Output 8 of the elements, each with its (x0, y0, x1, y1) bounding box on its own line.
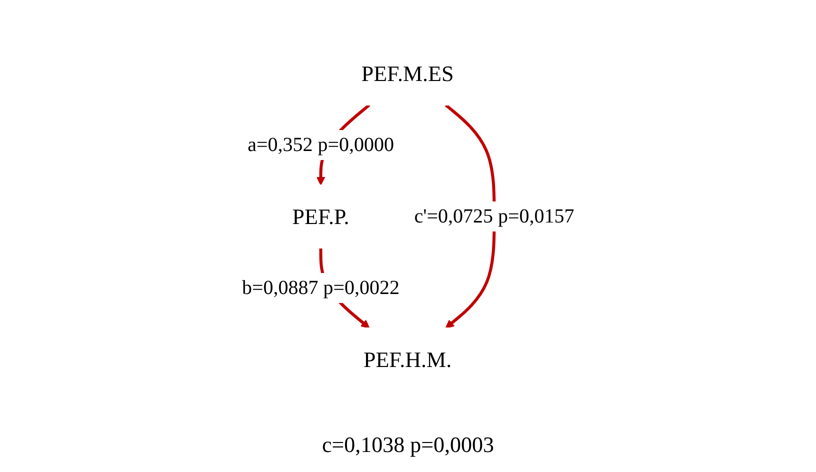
node-text: PEF.H.M. (363, 346, 452, 372)
edge-label: b=0,0887 p=0,0022 (242, 276, 400, 298)
node-text: PEF.P. (292, 203, 350, 228)
effect-label: c=0,1038 p=0,0003 (322, 432, 494, 458)
arrow (444, 103, 496, 328)
node-text: PEF.M.ES (361, 60, 454, 86)
edge-label: c'=0,0725 p=0,0157 (414, 204, 574, 227)
edge-label: a=0,352 p=0,0000 (247, 133, 394, 156)
